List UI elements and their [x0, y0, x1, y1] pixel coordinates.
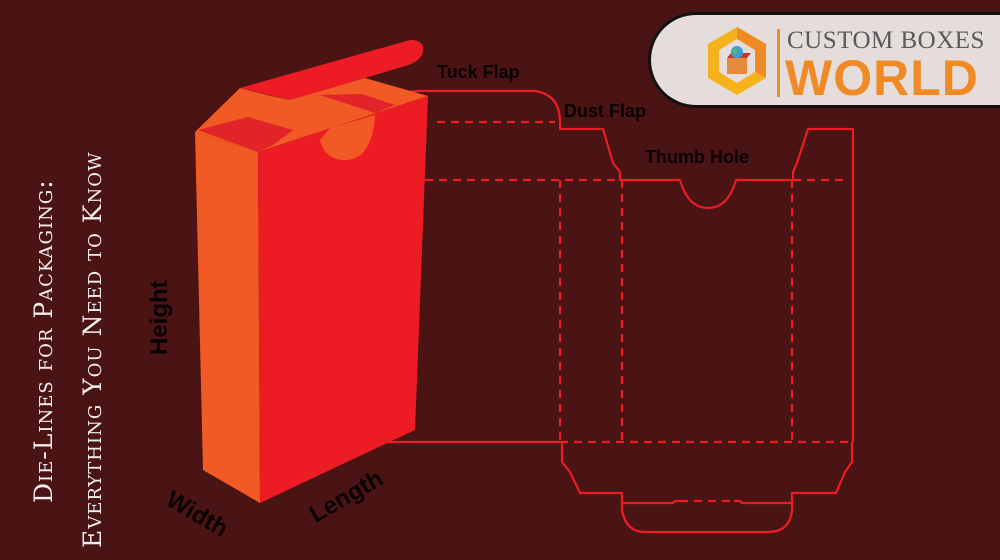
box-3d: [195, 40, 428, 503]
box-front-face: [258, 96, 428, 503]
box-lid: [240, 40, 424, 100]
label-dust-flap: Dust Flap: [564, 101, 647, 121]
thumb-notch: [320, 115, 375, 160]
box-top-flap-right: [320, 94, 395, 113]
die-line-fold: [425, 120, 853, 503]
logo-line-2: WORLD: [785, 50, 979, 106]
hexagon-box-icon: [708, 27, 766, 95]
die-line-cut: [388, 89, 855, 534]
logo-divider: [777, 29, 780, 97]
label-height: Height: [146, 280, 173, 355]
box-side-face: [195, 132, 260, 503]
label-thumb-hole: Thumb Hole: [645, 147, 749, 167]
label-tuck-flap: Tuck Flap: [437, 62, 520, 82]
logo-line-1: CUSTOM BOXES: [787, 27, 985, 54]
brand-logo: CUSTOM BOXES WORLD: [648, 12, 1000, 108]
box-top-flap-left: [198, 117, 293, 152]
